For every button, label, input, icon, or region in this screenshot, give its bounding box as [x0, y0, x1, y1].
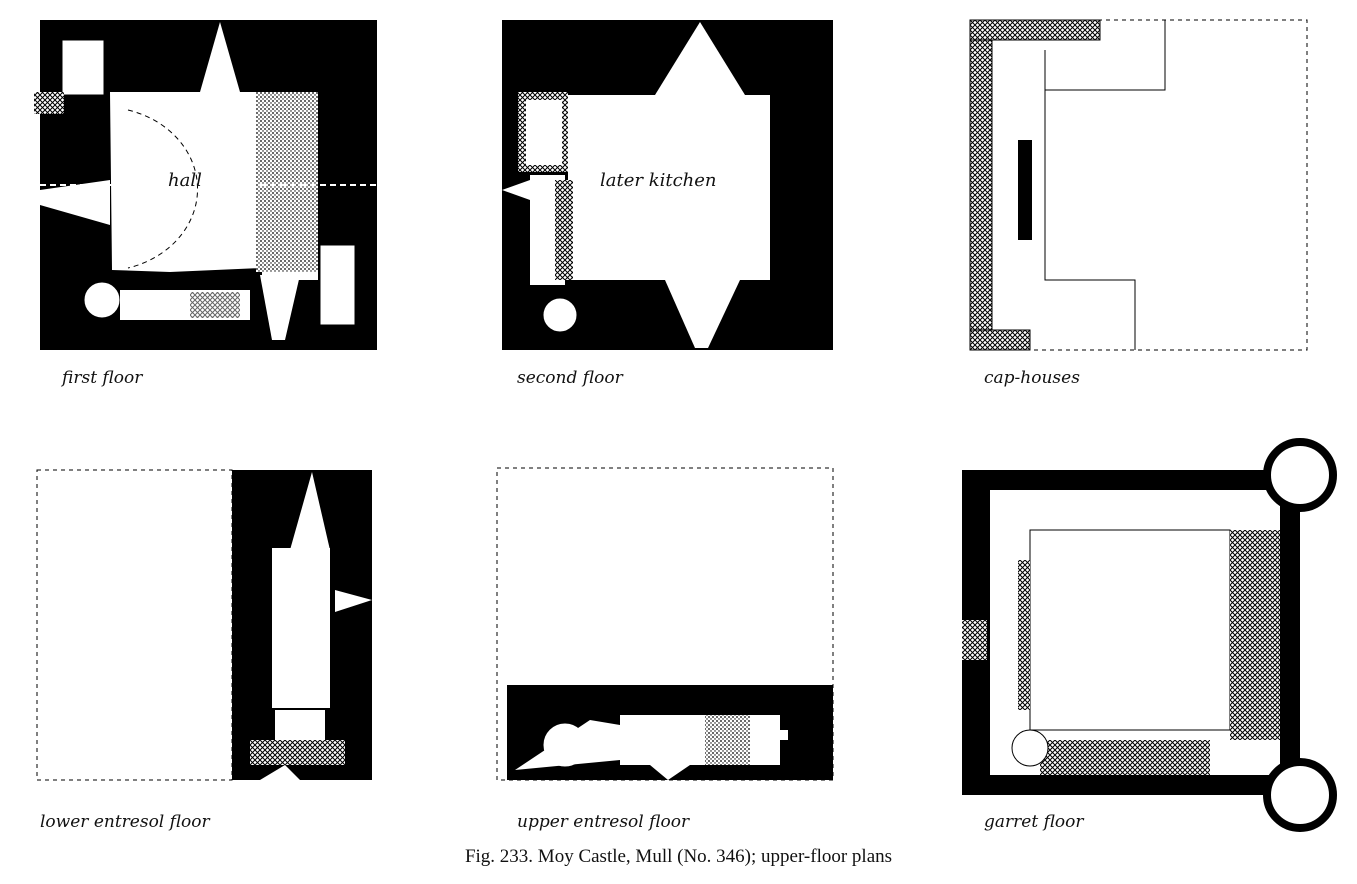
plan-second-floor: [502, 20, 833, 350]
room-label-later-kitchen: later kitchen: [600, 170, 717, 191]
room-label-hall: hall: [168, 170, 202, 191]
plan-garret-floor: [962, 438, 1337, 832]
figure-caption: Fig. 233. Moy Castle, Mull (No. 346); up…: [464, 846, 893, 867]
label-cap-houses: cap-houses: [984, 368, 1080, 388]
plan-first-floor: [34, 20, 377, 350]
plan-cap-houses: [969, 19, 1308, 351]
label-garret-floor: garret floor: [984, 812, 1084, 832]
plan-lower-entresol-floor: [36, 469, 372, 781]
label-first-floor: first floor: [62, 368, 143, 388]
plan-upper-entresol-floor: [496, 467, 834, 781]
label-lower-entresol-floor: lower entresol floor: [40, 812, 210, 832]
label-upper-entresol-floor: upper entresol floor: [517, 812, 690, 832]
label-second-floor: second floor: [517, 368, 623, 388]
